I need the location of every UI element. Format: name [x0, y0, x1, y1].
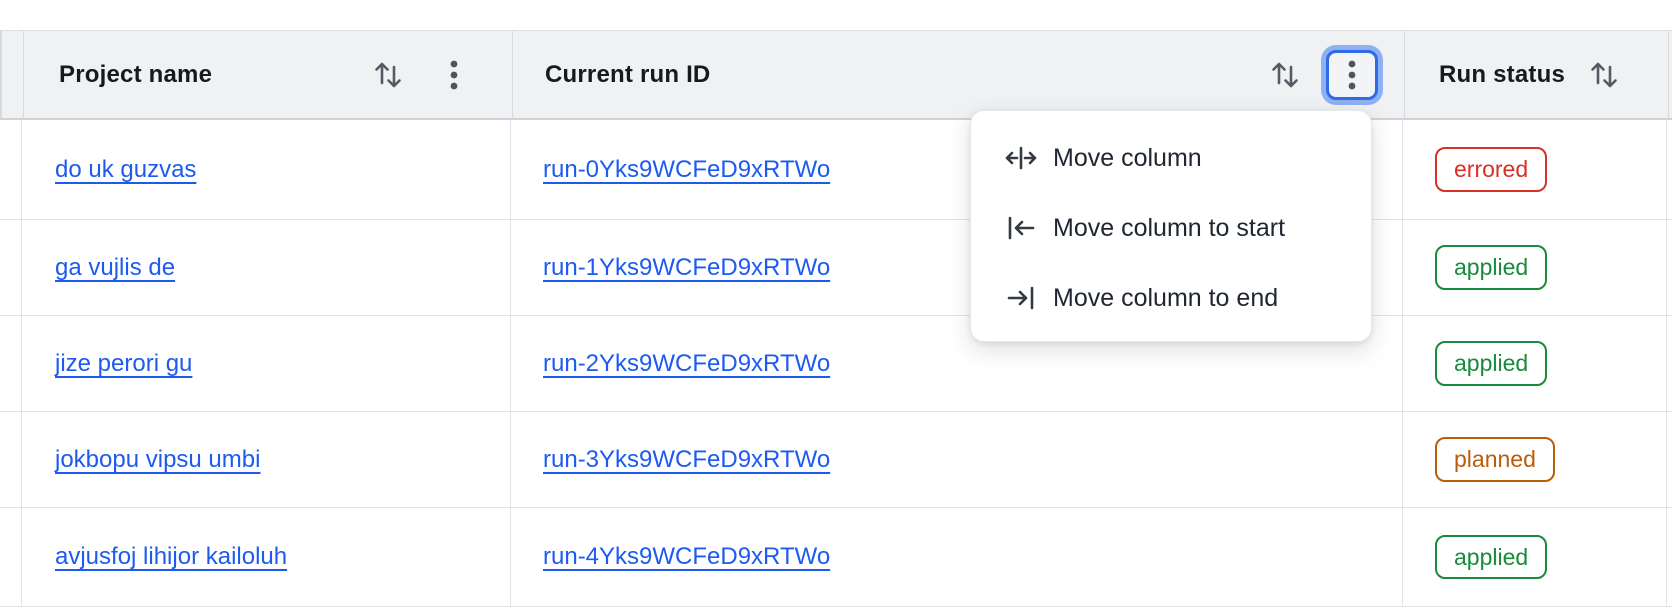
sort-arrows-icon — [1588, 56, 1620, 94]
sort-button[interactable] — [1588, 55, 1620, 95]
menu-item-label: Move column — [1053, 143, 1202, 172]
move-column-to-end-icon — [1004, 281, 1038, 315]
run-id-link[interactable]: run-1Yks9WCFeD9xRTWo — [543, 253, 831, 281]
run-status-badge: applied — [1435, 534, 1548, 580]
column-label: Run status — [1439, 60, 1566, 88]
column-options-menu: Move column Move column to start — [970, 110, 1372, 342]
column-header-current-run-id: Current run ID — [513, 31, 1405, 118]
move-column-to-start-icon — [1004, 211, 1038, 245]
table-row: ga vujlis de run-1Yks9WCFeD9xRTWo applie… — [0, 220, 1672, 316]
column-header-run-status: Run status — [1405, 31, 1669, 118]
sort-button[interactable] — [1269, 55, 1301, 95]
kebab-icon — [1345, 58, 1359, 92]
column-label: Project name — [59, 60, 213, 88]
sort-arrows-icon — [372, 56, 404, 94]
menu-item-move-column-to-end[interactable]: Move column to end — [971, 263, 1371, 333]
gutter-header-cell — [2, 31, 24, 118]
move-column-icon — [1004, 141, 1038, 175]
project-link[interactable]: do uk guzvas — [55, 155, 197, 183]
run-id-link[interactable]: run-3Yks9WCFeD9xRTWo — [543, 445, 831, 473]
sort-arrows-icon — [1269, 56, 1301, 94]
project-link[interactable]: avjusfoj lihijor kailoluh — [55, 543, 288, 570]
column-menu-button-active[interactable] — [1326, 49, 1378, 100]
run-id-link[interactable]: run-2Yks9WCFeD9xRTWo — [543, 349, 831, 377]
project-link[interactable]: jokbopu vipsu umbi — [55, 445, 261, 473]
kebab-icon — [447, 58, 461, 92]
run-id-link[interactable]: run-4Yks9WCFeD9xRTWo — [543, 543, 831, 570]
run-status-badge: errored — [1435, 147, 1548, 192]
run-status-badge: applied — [1435, 245, 1548, 290]
sort-button[interactable] — [372, 55, 404, 95]
column-header-project-name: Project name — [24, 31, 513, 118]
run-id-link[interactable]: run-0Yks9WCFeD9xRTWo — [543, 155, 831, 183]
menu-item-label: Move column to start — [1053, 213, 1286, 242]
run-status-badge: planned — [1435, 437, 1555, 482]
column-label: Current run ID — [545, 60, 711, 88]
table-row: jize perori gu run-2Yks9WCFeD9xRTWo appl… — [0, 316, 1672, 412]
project-link[interactable]: ga vujlis de — [55, 253, 176, 281]
project-link[interactable]: jize perori gu — [55, 349, 193, 377]
menu-item-move-column[interactable]: Move column — [971, 123, 1371, 193]
run-status-badge: applied — [1435, 341, 1548, 386]
table-row: do uk guzvas run-0Yks9WCFeD9xRTWo errore… — [0, 120, 1672, 220]
table-row: jokbopu vipsu umbi run-3Yks9WCFeD9xRTWo … — [0, 412, 1672, 508]
table-row: avjusfoj lihijor kailoluh run-4Yks9WCFeD… — [0, 508, 1672, 607]
table-header-row: Project name — [0, 30, 1672, 120]
column-menu-button[interactable] — [441, 55, 467, 95]
menu-item-label: Move column to end — [1053, 283, 1279, 312]
menu-item-move-column-to-start[interactable]: Move column to start — [971, 193, 1371, 263]
table-body: do uk guzvas run-0Yks9WCFeD9xRTWo errore… — [0, 120, 1672, 607]
